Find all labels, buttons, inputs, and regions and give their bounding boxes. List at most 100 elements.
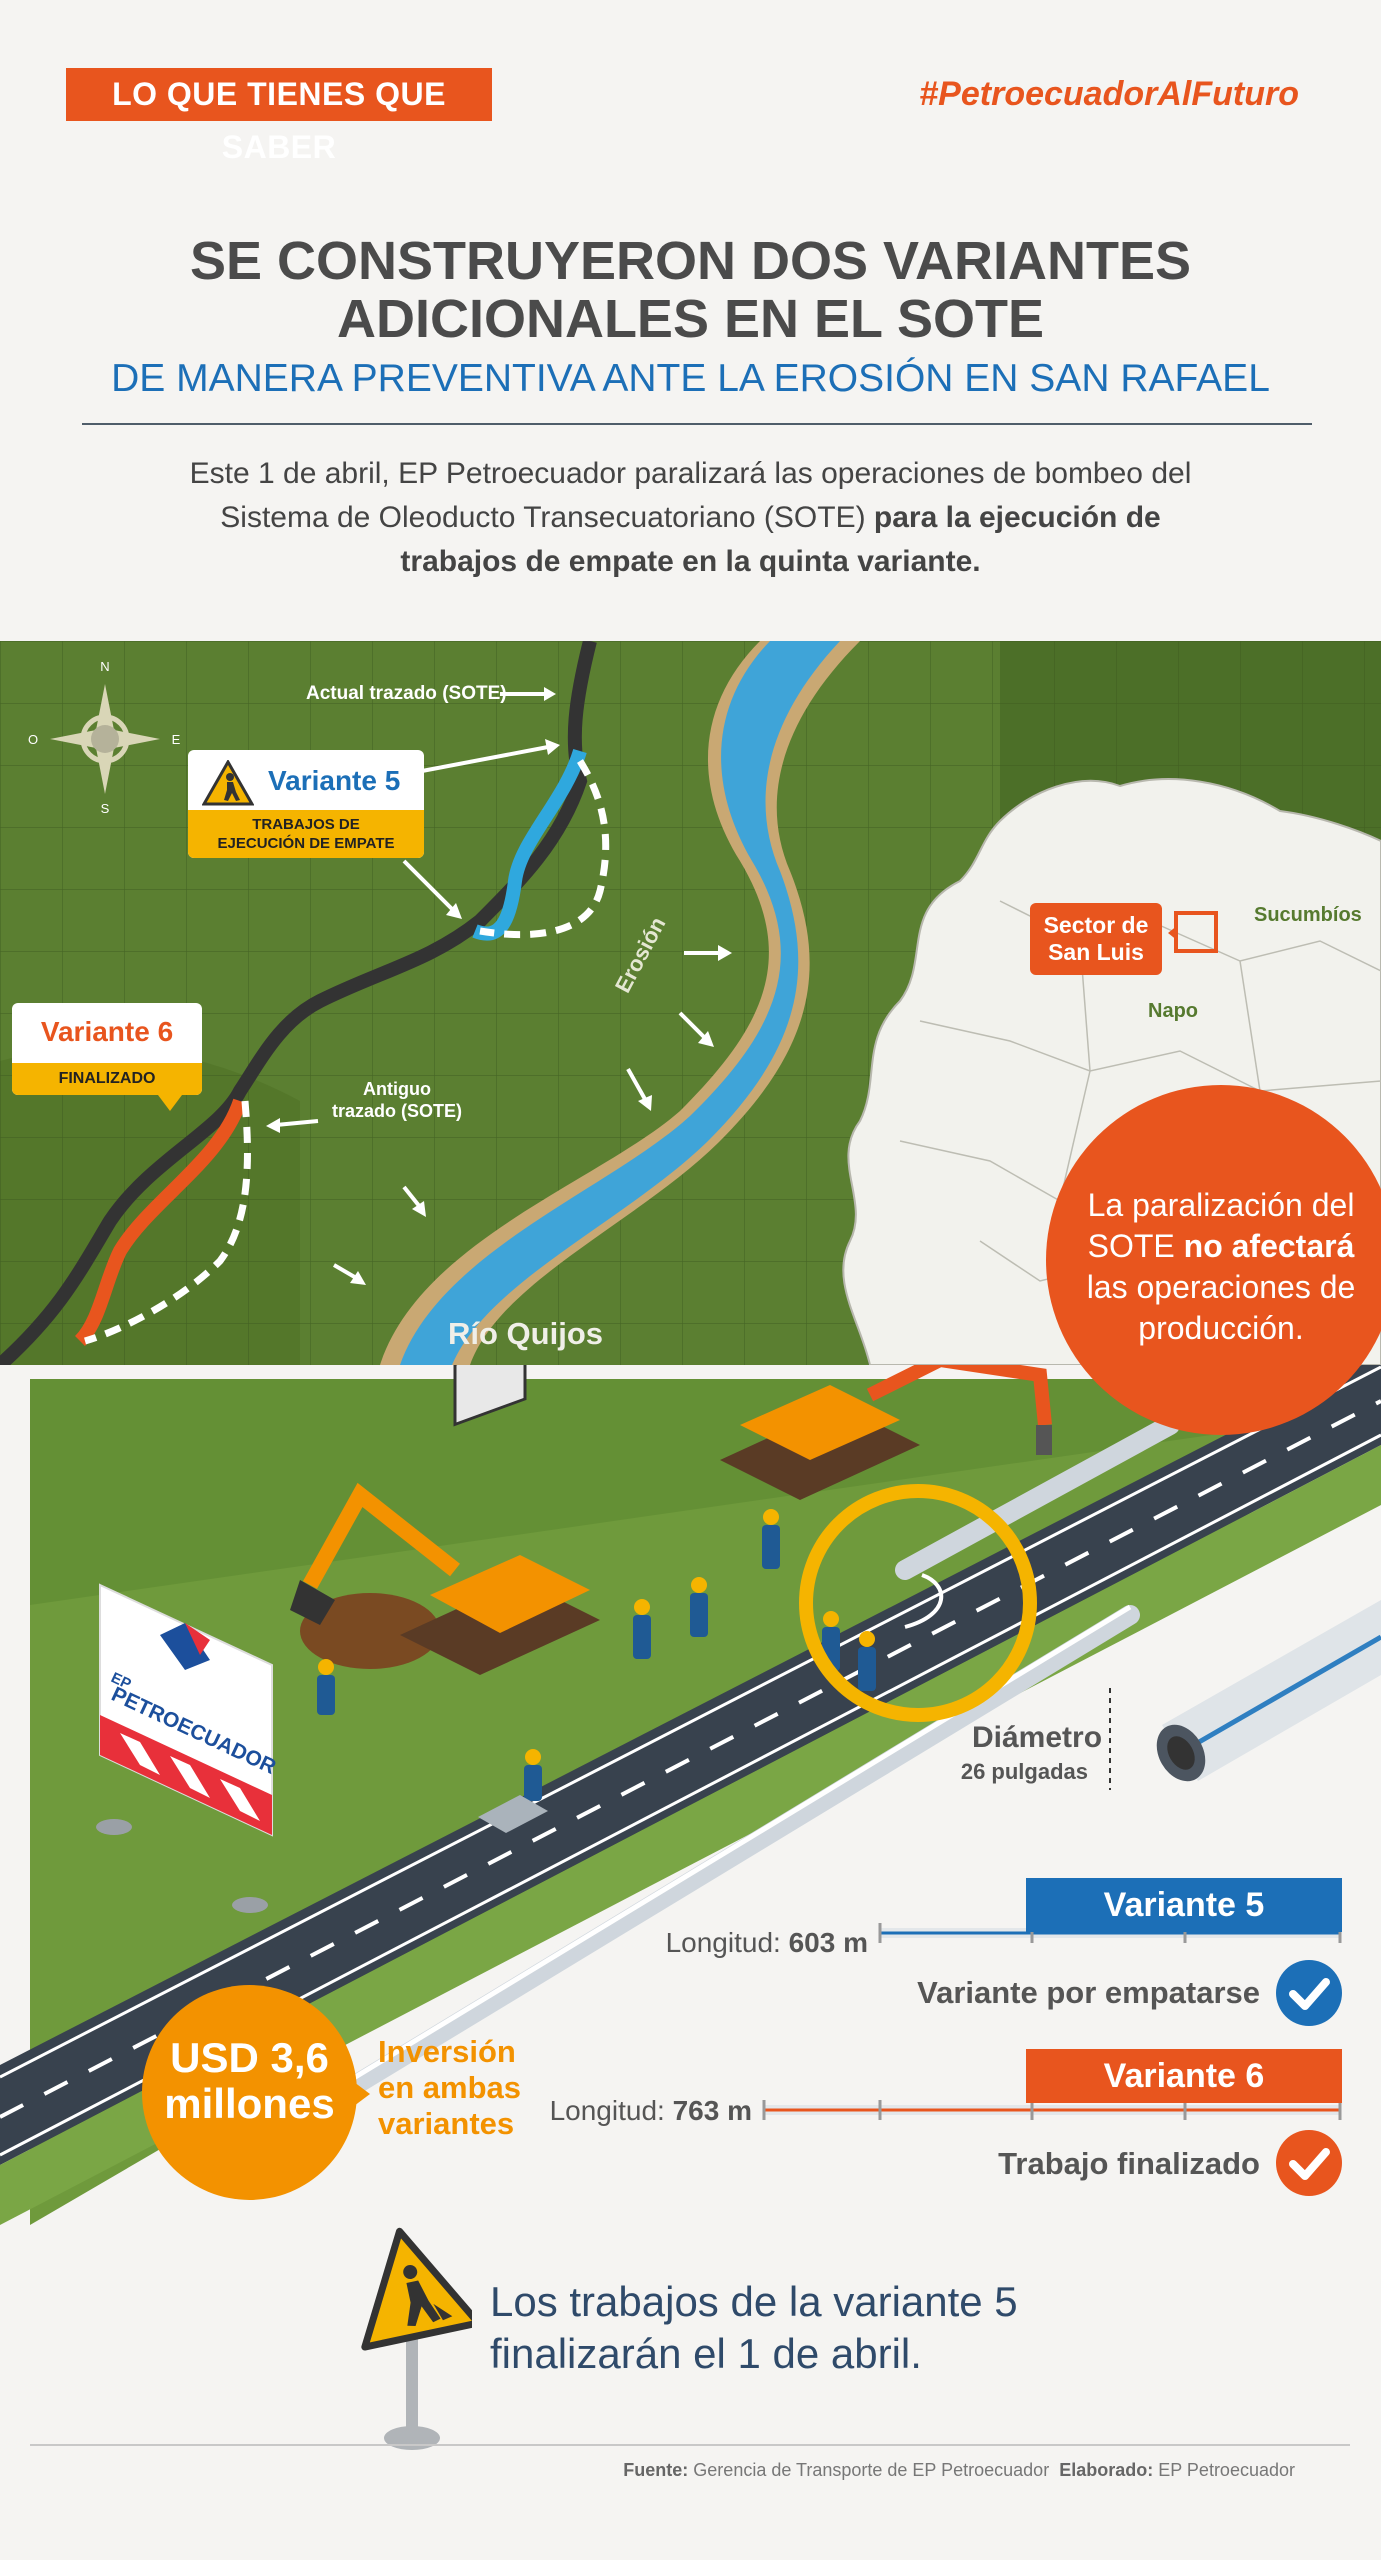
variante5-sub1: TRABAJOS DE (252, 816, 360, 833)
road-edge-top (0, 1365, 1381, 2079)
page-subtitle: DE MANERA PREVENTIVA ANTE LA EROSIÓN EN … (111, 357, 1270, 400)
pipe-closeup-stripe (1178, 1634, 1381, 1756)
excavator-top-icon (720, 1365, 1052, 1500)
variante5-track (878, 1923, 1342, 1943)
intro-paragraph: Este 1 de abril, EP Petroecuador paraliz… (180, 452, 1201, 584)
variante6-route (74, 1098, 247, 1346)
compass-o: O (28, 732, 38, 747)
variante5-callout-title: Variante 5 (268, 765, 401, 796)
variante5-label-bar: Variante 5 (1026, 1878, 1342, 1932)
closing-line-1: Los trabajos de la variante 5 (490, 2278, 1018, 2325)
actual-route-label: Actual trazado (SOTE) (306, 683, 507, 704)
variante6-callout-title: Variante 6 (40, 1016, 174, 1047)
intro-line-2-bold: para la ejecución de (873, 501, 1161, 534)
note-line-1: La paralización del (1087, 1187, 1355, 1223)
variante6-length: Longitud: 763 m (480, 2094, 752, 2128)
variante5-callout-status: TRABAJOS DE EJECUCIÓN DE EMPATE (188, 810, 424, 858)
variante6-callout: Variante 6 FINALIZADO (12, 1003, 202, 1111)
investment-text: Inversión en ambas variantes (378, 2034, 521, 2142)
footer-source: Gerencia de Transporte de EP Petroecuado… (693, 2460, 1050, 2480)
roadside-grass (0, 1445, 1381, 2225)
province-sucumbios: Sucumbíos (1254, 904, 1362, 926)
variante5-length-label: Longitud: (665, 1927, 781, 1958)
footer-made-label: Elaborado: (1059, 2460, 1154, 2480)
variante5-length-value: 603 m (788, 1927, 868, 1958)
investment-text-1: Inversión (378, 2034, 516, 2069)
excavator-left-icon (290, 1365, 600, 1675)
joint-arrow (904, 1573, 944, 1629)
variante5-callout: Variante 5 TRABAJOS DE EJECUCIÓN DE EMPA… (188, 750, 424, 858)
footer-made: EP Petroecuador (1158, 2460, 1295, 2480)
variante5-status: Variante por empatarse (917, 1975, 1260, 2010)
variante6-callout-pointer (158, 1095, 182, 1111)
variante6-label-bar: Variante 6 (1026, 2049, 1342, 2103)
old-route-label-1: Antiguo (363, 1079, 431, 1099)
footer-credits: Fuente: Gerencia de Transporte de EP Pet… (623, 2458, 1295, 2482)
province-napo: Napo (1148, 1000, 1198, 1022)
title-line-1: SE CONSTRUYERON DOS VARIANTES (189, 231, 1192, 291)
sector-label: Sector de San Luis (1030, 903, 1162, 975)
diameter-value: 26 pulgadas (960, 1759, 1088, 1784)
petroecuador-sign (96, 1583, 273, 1913)
section-tag: LO QUE TIENES QUE SABER (66, 68, 492, 165)
note-line-4: producción. (1138, 1310, 1304, 1346)
note-line-2-bold: no afectará (1183, 1228, 1355, 1264)
compass-s: S (101, 801, 110, 816)
investment-text-3: variantes (378, 2106, 515, 2141)
variante6-callout-status: FINALIZADO (12, 1063, 202, 1095)
investment-amount-2: millones (164, 2080, 335, 2127)
joint-highlight-circle (799, 1484, 1037, 1722)
pipe-closeup-hole (1167, 1736, 1195, 1770)
variante5-route (472, 748, 587, 941)
variante5-check-icon (1276, 1960, 1342, 2026)
hashtag-part-a: #Petroecuador (919, 75, 1158, 113)
hashtag[interactable]: #PetroecuadorAlFuturo (919, 70, 1299, 118)
hashtag-part-b: AlFuturo (1157, 75, 1299, 113)
investment-text-2: en ambas (378, 2070, 522, 2105)
footer-divider (30, 2444, 1350, 2446)
pipeline-segment-top (895, 1415, 1180, 1580)
variante6-check-icon (1276, 2130, 1342, 2196)
road (0, 1365, 1381, 2165)
old-route-5 (479, 759, 610, 939)
intro-line-3: trabajos de empate en la quinta variante… (180, 540, 1201, 584)
variante6-status: Trabajo finalizado (998, 2146, 1260, 2181)
pipe-closeup (1162, 1600, 1381, 1781)
intro-line-3-bold: trabajos de empate en la quinta variante… (400, 545, 981, 578)
scene-canvas: EP PETROECUADOR (0, 1365, 1381, 2225)
old-route-label-2: trazado (SOTE) (332, 1101, 463, 1121)
page-title: SE CONSTRUYERON DOS VARIANTES ADICIONALE… (0, 232, 1381, 348)
dirt-mound (300, 1593, 440, 1669)
diameter-label: Diámetro (972, 1721, 1103, 1754)
investment-amount: USD 3,6 millones (142, 1985, 357, 2200)
variante6-length-label: Longitud: (549, 2095, 665, 2126)
pipeline-actual-track (0, 641, 597, 1365)
variante5-length: Longitud: 603 m (600, 1926, 868, 1960)
compass-e: E (172, 732, 181, 747)
variante5-sub2: EJECUCIÓN DE EMPATE (217, 835, 395, 852)
variante6-length-value: 763 m (672, 2095, 752, 2126)
river-label: Río Quijos (448, 1316, 603, 1351)
construction-scene: EP PETROECUADOR (0, 1365, 1381, 2245)
closing-line-2: finalizarán el 1 de abril. (490, 2330, 922, 2377)
title-line-2: ADICIONALES EN EL SOTE (336, 289, 1045, 349)
note-line-2: SOTE no afectará (1046, 1226, 1381, 1267)
construction-warning-icon (202, 760, 254, 806)
old-route-label: Antiguo trazado (SOTE) (332, 1078, 462, 1122)
compass-icon (50, 684, 160, 794)
intro-line-2-plain: Sistema de Oleoducto Transecuatoriano (S… (220, 501, 874, 534)
sector-label-1: Sector de (1043, 912, 1149, 938)
welding-machine (478, 1795, 548, 1833)
intro-line-2: Sistema de Oleoducto Transecuatoriano (S… (180, 496, 1201, 540)
intro-line-1: Este 1 de abril, EP Petroecuador paraliz… (189, 457, 1192, 490)
pipeline-section (230, 1605, 1140, 2165)
scene-ground-shade (30, 1379, 1350, 1605)
production-note: La paralización del SOTE no afectará las… (1046, 1085, 1381, 1435)
footer-source-label: Fuente: (623, 2460, 689, 2480)
note-line-2-plain: SOTE (1087, 1228, 1184, 1264)
sector-label-2: San Luis (1048, 939, 1144, 965)
old-route-6 (84, 1100, 251, 1345)
road-work-sign-icon (361, 2227, 472, 2450)
sector-pointer (1168, 925, 1178, 941)
variante6-track (762, 2100, 1342, 2120)
